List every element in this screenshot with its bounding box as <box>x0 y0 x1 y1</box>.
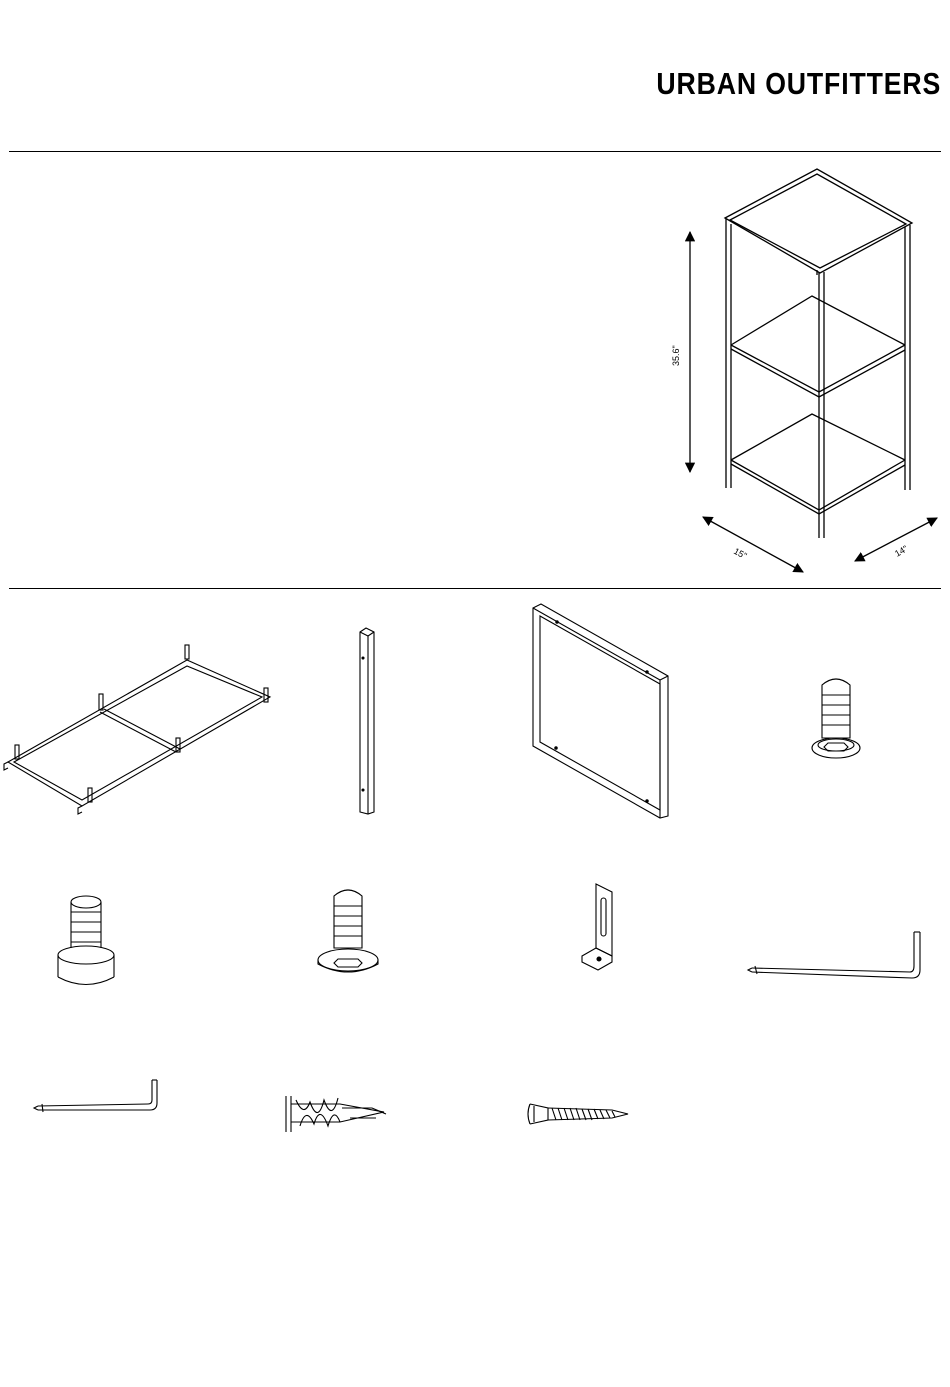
wood-screw-part <box>528 1104 628 1124</box>
allen-key-large-part <box>748 932 920 978</box>
l-bracket-part <box>582 884 612 970</box>
width-dimension <box>703 517 803 572</box>
allen-key-small-part <box>34 1080 157 1112</box>
depth-label: 14" <box>893 543 909 558</box>
shelf-frame-part <box>533 604 668 818</box>
shelf-unit-illustration <box>725 169 912 538</box>
wall-anchor-part <box>286 1096 386 1132</box>
hex-bolt-collar-part <box>58 896 114 985</box>
base-frame-part <box>4 645 270 814</box>
width-label: 15" <box>732 546 748 561</box>
height-label: 35.6" <box>671 345 681 366</box>
upright-post-part <box>360 628 374 814</box>
hex-bolt-long-part <box>812 679 860 758</box>
hex-bolt-flanged-part <box>318 890 378 972</box>
